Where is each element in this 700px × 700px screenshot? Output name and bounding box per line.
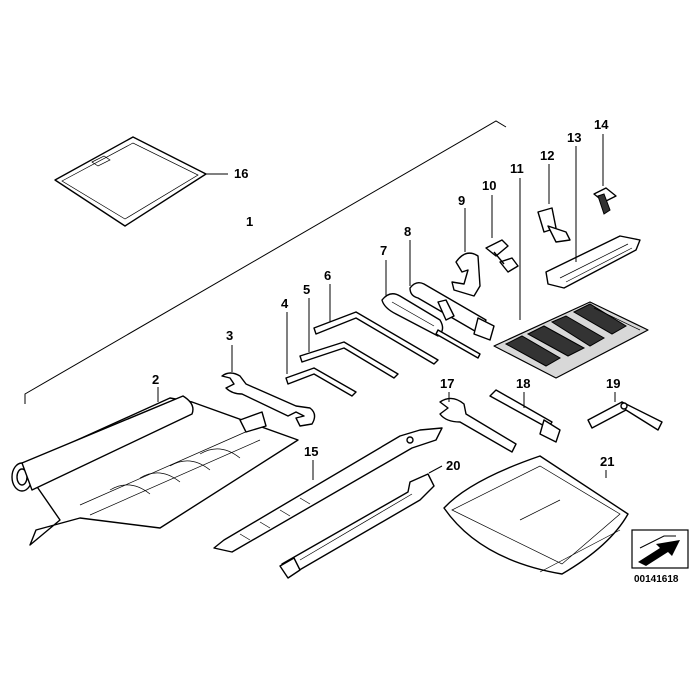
callout-5: 5: [303, 282, 310, 297]
part-17-hook-spanner: [439, 392, 517, 453]
callout-2: 2: [152, 372, 159, 387]
part-12-bulb: [537, 164, 571, 243]
callout-1: 1: [246, 214, 253, 229]
callout-19: 19: [606, 376, 620, 391]
callout-17: 17: [440, 376, 454, 391]
callout-21: 21: [600, 454, 614, 469]
callout-15: 15: [304, 444, 318, 459]
part-5-hex-key: [299, 298, 399, 379]
part-18-socket-bar: [489, 389, 561, 443]
callout-13: 13: [567, 130, 581, 145]
callout-6: 6: [324, 268, 331, 283]
part-6-hex-key: [313, 284, 439, 365]
part-7-screwdriver: [381, 260, 481, 359]
callout-16: 16: [234, 166, 248, 181]
callout-labels: 1 2 3 4 5 6 7 8 9 10 11 12 13 14 15 16 1…: [152, 117, 620, 473]
part-4-hex-key: [285, 312, 357, 397]
part-20-strap: [279, 465, 443, 579]
part-19-fold-tool: [587, 392, 663, 431]
callout-9: 9: [458, 193, 465, 208]
callout-18: 18: [516, 376, 530, 391]
part-3-wrench: [221, 345, 316, 427]
arrow-direction-icon: [631, 529, 689, 569]
callout-20: 20: [446, 458, 460, 473]
callout-11: 11: [510, 161, 524, 176]
part-9-clip: [451, 208, 481, 297]
callout-10: 10: [482, 178, 496, 193]
part-14-fuse: [593, 134, 617, 215]
callout-14: 14: [594, 117, 609, 132]
part-13-fuse-strip: [545, 146, 641, 289]
part-21-cover: [443, 455, 629, 575]
part-15-tire-lever: [213, 427, 443, 553]
part-11-tool-pouch: [493, 178, 649, 379]
part-2-tool-roll: [11, 387, 299, 546]
callout-4: 4: [281, 296, 289, 311]
part-16-document-pouch: [54, 136, 228, 227]
callout-8: 8: [404, 224, 411, 239]
kit-bracket: [24, 120, 507, 404]
callout-12: 12: [540, 148, 554, 163]
part-8-plug-socket: [409, 240, 495, 341]
callout-7: 7: [380, 243, 387, 258]
part-10-bolt: [485, 195, 519, 273]
document-number: 00141618: [634, 574, 679, 585]
callout-3: 3: [226, 328, 233, 343]
